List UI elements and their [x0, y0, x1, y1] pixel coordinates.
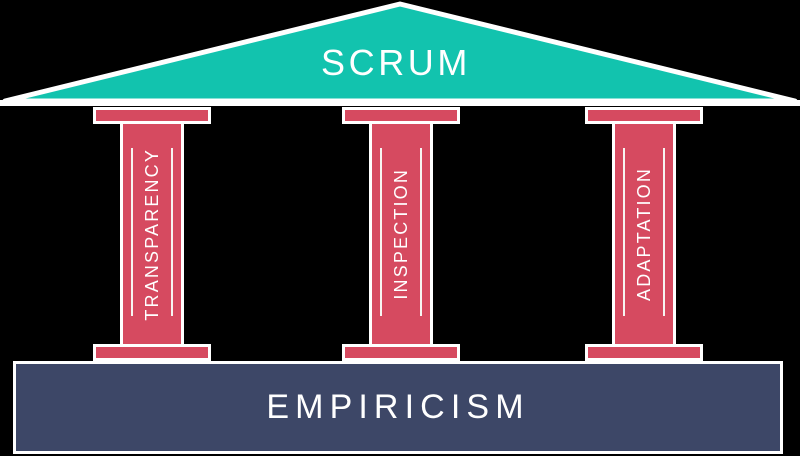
pillar-label-transparency: TRANSPARENCY — [141, 147, 162, 321]
pillar-groove-line — [623, 148, 625, 316]
foundation-bar: EMPIRICISM — [13, 361, 783, 454]
pillar-label-wrap: TRANSPARENCY — [123, 124, 181, 344]
pillar-capital — [585, 107, 703, 124]
pillar-label-adaptation: ADAPTATION — [633, 167, 654, 301]
pillar-capital — [93, 107, 211, 124]
pillar-capital — [342, 107, 460, 124]
pillar-groove-line — [131, 148, 133, 316]
pillar-adaptation: ADAPTATION — [585, 107, 703, 361]
pillar-base-cap — [93, 344, 211, 361]
pillar-shaft: TRANSPARENCY — [120, 124, 184, 344]
roof-triangle — [0, 1, 800, 106]
pillar-label-inspection: INSPECTION — [390, 168, 411, 300]
pillar-groove-line — [420, 148, 422, 316]
foundation-label: EMPIRICISM — [266, 388, 530, 426]
pillar-transparency: TRANSPARENCY — [93, 107, 211, 361]
pillar-groove-line — [380, 148, 382, 316]
pillar-base-cap — [342, 344, 460, 361]
pillar-inspection: INSPECTION — [342, 107, 460, 361]
roof-label: SCRUM — [321, 42, 471, 83]
roof-baseline — [0, 100, 800, 106]
pillar-label-wrap: ADAPTATION — [615, 124, 673, 344]
pillar-shaft: ADAPTATION — [612, 124, 676, 344]
pillar-groove-line — [171, 148, 173, 316]
pillar-groove-line — [663, 148, 665, 316]
pillar-label-wrap: INSPECTION — [372, 124, 430, 344]
pillar-shaft: INSPECTION — [369, 124, 433, 344]
pillar-base-cap — [585, 344, 703, 361]
